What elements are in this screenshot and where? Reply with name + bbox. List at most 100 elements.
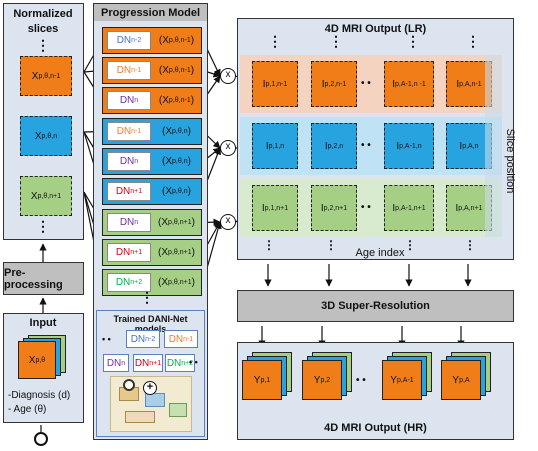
dn-subscript: n+2 xyxy=(130,279,143,286)
cube-subscript: p,1 xyxy=(260,376,271,384)
cell-label: I xyxy=(321,78,325,90)
dn-text: DN xyxy=(106,357,122,369)
output-lr-title: 4D MRI Output (LR) xyxy=(324,23,427,35)
lr-row-dots: • • xyxy=(361,140,371,151)
dn-text: DN xyxy=(115,186,131,197)
x-subscript: p,θ,n xyxy=(172,187,188,195)
dn-text: DN xyxy=(119,217,135,228)
x-close: ) xyxy=(187,185,191,197)
slice-label: X xyxy=(34,130,42,142)
multiply-node: x xyxy=(220,140,236,156)
output-hr-title: 4D MRI Output (HR) xyxy=(324,422,427,434)
dn-subscript: n xyxy=(134,97,139,104)
dn-subscript: n+1 xyxy=(130,249,143,256)
lr-column-dots: ⋮ xyxy=(268,33,282,49)
x-close: ) xyxy=(190,34,195,46)
slices-top-dots: ⋮ xyxy=(36,37,50,53)
dn-subscript: n-1 xyxy=(183,335,194,343)
x-text: (X xyxy=(162,185,173,197)
cell-subscript: p,A,n-1 xyxy=(459,80,482,88)
x-close: ) xyxy=(190,94,195,106)
x-text: (X xyxy=(158,34,169,46)
slices-title-line1: Normalized xyxy=(13,8,73,20)
lr-column-dots-bottom: ⋮ xyxy=(464,238,476,252)
preprocessing-box: Pre-processing xyxy=(3,262,84,295)
dn-text: DN xyxy=(119,156,135,167)
cell-subscript: p,A,n+1 xyxy=(458,204,483,212)
multiply-node: x xyxy=(220,214,236,230)
slice-subscript: p,θ,n+1 xyxy=(37,192,62,200)
input-cube-sub: p,θ xyxy=(35,356,46,364)
x-subscript: p,θ,n-1 xyxy=(168,66,191,74)
slices-title-line2: slices xyxy=(27,23,59,35)
x-text: (X xyxy=(158,94,169,106)
input-cube-label: X xyxy=(28,354,36,366)
cell-subscript: p,A-1,n xyxy=(399,142,422,150)
input-title: Input xyxy=(29,317,57,329)
cell-label: I xyxy=(265,140,269,152)
dn-subscript: n+2 xyxy=(181,359,194,367)
dn-subscript: n+1 xyxy=(149,359,162,367)
cell-subscript: p,1,n-1 xyxy=(265,80,288,88)
slice-label: X xyxy=(30,190,38,202)
multiply-symbol: x xyxy=(225,215,231,226)
cell-subscript: p,A-1,n -1 xyxy=(395,80,426,88)
dn-text: DN xyxy=(130,333,146,345)
network-block xyxy=(125,411,155,423)
cell-label: I xyxy=(392,202,396,214)
dn-text: DN xyxy=(116,65,132,76)
network-illustration: + xyxy=(110,376,192,432)
cell-label: I xyxy=(396,140,400,152)
cell-label: I xyxy=(320,202,324,214)
super-resolution-label: 3D Super-Resolution xyxy=(321,300,430,312)
x-text: (X xyxy=(158,64,169,76)
slice-subscript: p,θ,n xyxy=(41,132,58,140)
slice-position-band xyxy=(485,55,502,237)
lr-row-dots: • • xyxy=(361,202,371,213)
lr-column-dots: ⋮ xyxy=(406,33,420,49)
dn-text: DN xyxy=(168,333,184,345)
slices-bottom-dots: ⋮ xyxy=(36,218,50,234)
x-close: ) xyxy=(190,64,195,76)
x-subscript: p,θ,n+1 xyxy=(168,248,192,256)
cell-subscript: p,2,n-1 xyxy=(324,80,347,88)
cell-subscript: p,1,n xyxy=(268,142,285,150)
plus-icon: + xyxy=(143,381,157,395)
dn-subscript: n-1 xyxy=(131,128,142,135)
network-block xyxy=(145,393,165,407)
dn-text: DN xyxy=(115,247,131,258)
start-node-icon xyxy=(34,432,48,446)
cell-label: I xyxy=(459,140,463,152)
x-close: ) xyxy=(191,246,195,258)
network-block xyxy=(169,403,187,417)
x-text: (X xyxy=(158,246,169,258)
multiply-symbol: x xyxy=(225,141,231,152)
